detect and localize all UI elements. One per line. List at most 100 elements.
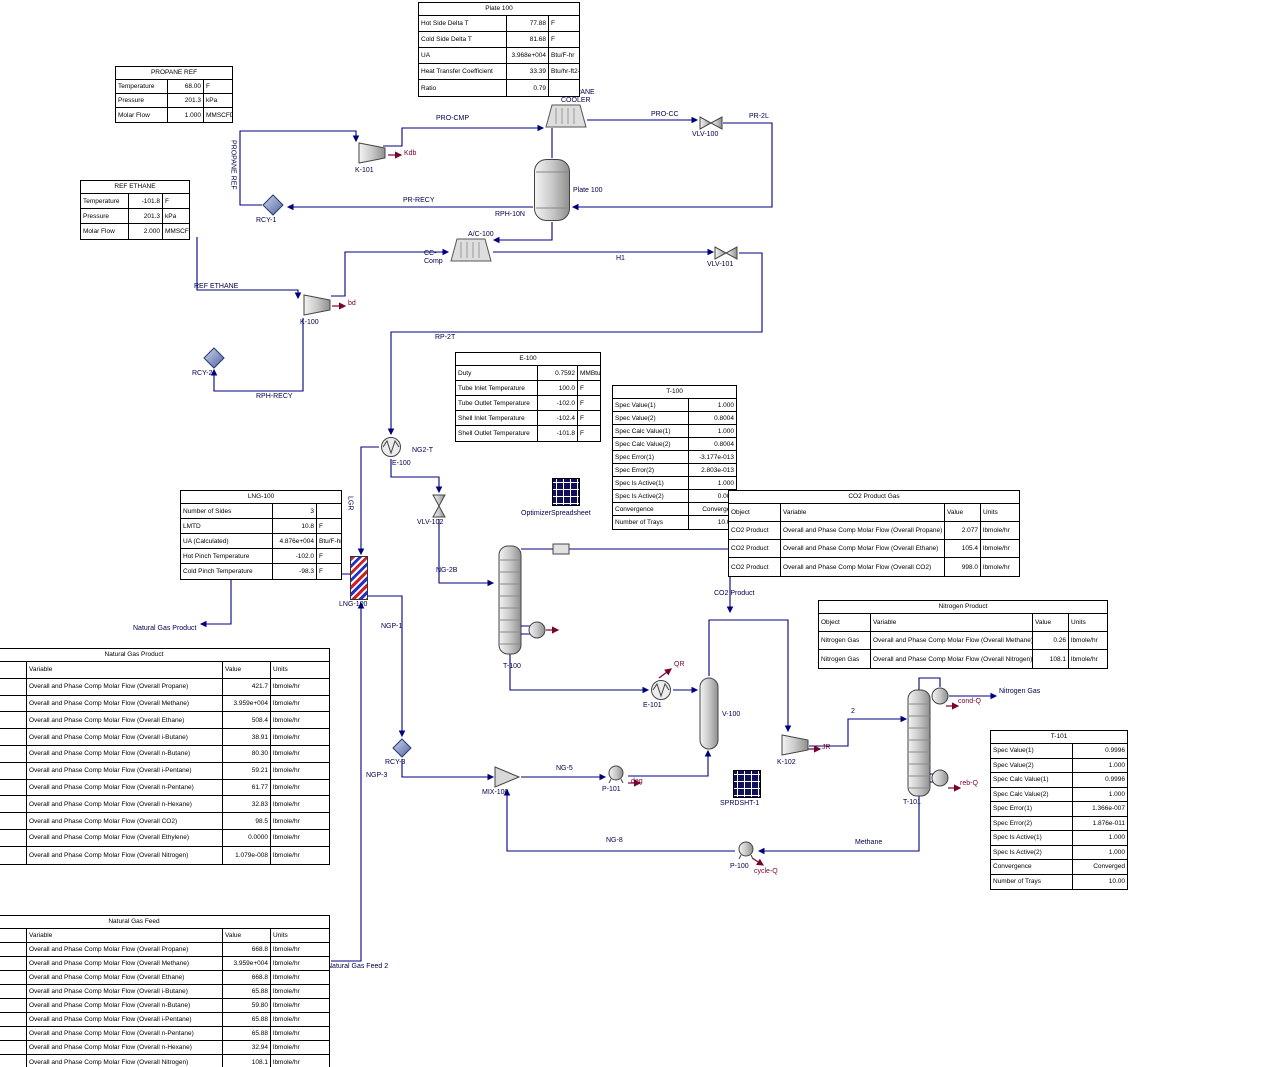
optimizer-spreadsheet-label[interactable]: OptimizerSpreadsheet (521, 510, 591, 517)
stream-ref-ethane-label[interactable]: REF ETHANE (194, 283, 239, 290)
compressor-k-102-label[interactable]: K-102 (777, 759, 796, 766)
spreadsheet-sprdsht-1-icon[interactable] (733, 770, 761, 798)
valve-vlv-101-label[interactable]: VLV-101 (707, 261, 734, 268)
mixer-mix-100-icon[interactable] (494, 766, 521, 793)
exchanger-e-101-label[interactable]: E-101 (643, 702, 662, 709)
separator-v-100-label[interactable]: V-100 (722, 711, 741, 718)
stream-pr-recy-label[interactable]: PR-RECY (403, 197, 435, 204)
exchanger-e-100-icon[interactable] (380, 436, 402, 463)
stream-ref-ethane[interactable] (196, 237, 302, 300)
stream-lgr-label[interactable]: LGR (346, 496, 354, 511)
energy-qr-label[interactable]: QR (674, 661, 685, 668)
stream-rph-10n[interactable] (492, 222, 553, 244)
stream-ng-2b[interactable] (438, 519, 495, 587)
column-t-101-icon[interactable] (900, 682, 960, 817)
stream-propane-ref-label[interactable]: PROPANE REF (229, 140, 237, 190)
aircooler-ac-100-label[interactable]: A/C-100 (468, 231, 494, 238)
stream-lgr[interactable] (357, 446, 379, 556)
stream-ng2-t-label[interactable]: NG2-T (412, 447, 433, 454)
stream-p101-out[interactable] (628, 749, 712, 777)
stream-k101-to-cooler[interactable] (383, 124, 545, 147)
valve-vlv-101-icon[interactable] (714, 246, 738, 265)
energy-kdb-label[interactable]: Kdb (404, 150, 417, 157)
stream-ng2-t[interactable] (390, 459, 443, 494)
stream-ng-5-label[interactable]: NG-5 (556, 765, 573, 772)
stream-natural-gas-product-label[interactable]: Natural Gas Product (133, 625, 197, 632)
stream-pr-2l[interactable] (571, 122, 773, 211)
stream-2[interactable] (809, 715, 908, 747)
compressor-k-100-label[interactable]: K-100 (300, 319, 319, 326)
compressor-k-101-label[interactable]: K-101 (355, 167, 374, 174)
stream-nitrogen-gas-label[interactable]: Nitrogen Gas (999, 688, 1041, 695)
column-t-100-icon[interactable] (493, 540, 583, 667)
stream-cc-comp-label[interactable]: CC- Comp (424, 250, 443, 265)
stream-rph-10n-label[interactable]: RPH-10N (495, 211, 525, 218)
column-t-101-label[interactable]: T-101 (903, 799, 921, 806)
exchanger-e-100-label[interactable]: E-100 (392, 460, 411, 467)
exchanger-lng-100-label[interactable]: LNG-100 (339, 601, 368, 608)
valve-vlv-102-label[interactable]: VLV-102 (417, 519, 444, 526)
energy-qr[interactable] (658, 668, 672, 679)
stream-ngp-1-label[interactable]: NGP-1 (381, 623, 403, 630)
recycle-rcy-2-icon[interactable] (203, 347, 225, 374)
stream-ngp-3-label[interactable]: NGP-3 (366, 772, 388, 779)
stream-pro-cc-label[interactable]: PRO-CC (651, 111, 679, 118)
stream-pr-2l-label[interactable]: PR-2L (749, 113, 769, 120)
stream-methane[interactable] (757, 796, 920, 855)
stream-t101-overhead[interactable] (918, 677, 941, 690)
stream-propane-ref[interactable] (239, 130, 360, 206)
recycle-rcy-2-label[interactable]: RCY-2 (192, 370, 213, 377)
exchanger-plate-100-icon[interactable] (533, 158, 571, 227)
energy-reb-q-label[interactable]: reb-Q (960, 780, 978, 787)
compressor-k-102-icon[interactable] (781, 732, 809, 763)
stream-cc-comp[interactable] (331, 248, 450, 297)
recycle-rcy-1-icon[interactable] (262, 194, 284, 221)
compressor-k-100-icon[interactable] (303, 292, 331, 323)
stream-rp-2t[interactable] (387, 252, 763, 436)
exchanger-e-101-icon[interactable] (650, 679, 672, 706)
optimizer-spreadsheet-icon[interactable] (552, 478, 580, 506)
stream-h1-label[interactable]: H1 (616, 255, 625, 262)
stream-pro-cmp-label[interactable]: PRO-CMP (436, 115, 470, 122)
energy-cycle-q[interactable] (751, 857, 765, 866)
stream-v100-vapor[interactable] (708, 619, 792, 733)
mixer-mix-100-label[interactable]: MIX-100 (482, 789, 509, 796)
compressor-k-101-icon[interactable] (358, 140, 386, 171)
pump-p-100-icon[interactable] (736, 841, 758, 866)
propane-cooler-icon[interactable] (545, 104, 587, 133)
pump-p-100-label[interactable]: P-100 (730, 863, 749, 870)
recycle-rcy-1-label[interactable]: RCY-1 (256, 217, 277, 224)
separator-v-100-icon[interactable] (699, 677, 719, 755)
energy-cond-q-label[interactable]: cond-Q (958, 698, 981, 705)
stream-rp-2t-label[interactable]: RP-2T (435, 334, 456, 341)
stream-methane-label[interactable]: Methane (855, 839, 883, 846)
stream-natural-gas-feed-2-label[interactable]: Natural Gas Feed 2 (327, 963, 389, 970)
valve-vlv-102-icon[interactable] (432, 494, 446, 523)
stream-co2-product-label[interactable]: CO2 Product (714, 590, 755, 597)
stream-natural-gas-feed-2[interactable] (331, 601, 365, 962)
stream-ng-8-label[interactable]: NG-8 (606, 837, 623, 844)
energy-bd-label[interactable]: bd (348, 300, 356, 307)
table-natural-gas-feed[interactable]: Natural Gas FeedObjectVariableValueUnits… (0, 915, 330, 1067)
stream-ngp-3[interactable] (401, 759, 495, 781)
table-natural-gas-product[interactable]: Natural Gas ProductObjectVariableValueUn… (0, 648, 330, 865)
spreadsheet-sprdsht-1-label[interactable]: SPRDSHT-1 (720, 800, 760, 807)
stream-ng-8[interactable] (503, 788, 735, 852)
aircooler-ac-100-icon[interactable] (450, 238, 492, 267)
energy-cycle-q-label[interactable]: cycle-Q (754, 868, 778, 875)
recycle-rcy-3-icon[interactable] (392, 738, 412, 763)
column-t-100-label[interactable]: T-100 (503, 663, 521, 670)
recycle-rcy-3-label[interactable]: RCY-3 (385, 759, 406, 766)
stream-ngp-1[interactable] (368, 595, 406, 738)
valve-vlv-100-label[interactable]: VLV-100 (692, 131, 719, 138)
stream-t100-bottoms[interactable] (509, 654, 650, 694)
stream-rph-recy-label[interactable]: RPH-RECY (256, 393, 293, 400)
stream-2-label[interactable]: 2 (851, 708, 855, 715)
